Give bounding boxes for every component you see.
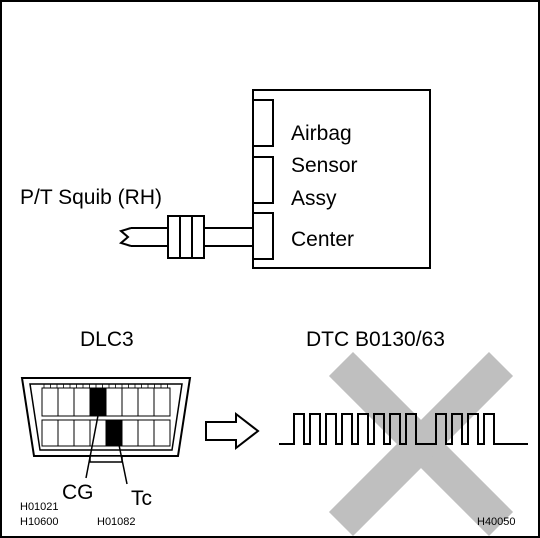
code-left-bottom-2: H01082 <box>97 516 136 528</box>
dtc-waveform <box>279 413 528 445</box>
dlc3-pin <box>121 419 139 447</box>
dlc3-pin <box>57 387 75 417</box>
ecu-box <box>252 89 431 269</box>
dlc3-pin <box>41 419 59 447</box>
dlc3-pin-grid <box>41 384 171 447</box>
dlc3-pin <box>137 387 155 417</box>
squib-connector-right <box>191 215 205 259</box>
dlc3-pin <box>41 387 59 417</box>
code-left-bottom-1: H10600 <box>20 516 59 528</box>
ecu-connector-2 <box>252 156 274 204</box>
dlc3-connector: CG Tc <box>20 377 192 510</box>
dlc3-pin <box>105 387 123 417</box>
harness-cut-end <box>118 227 132 247</box>
dtc-label: DTC B0130/63 <box>306 328 445 351</box>
dlc3-pin <box>73 387 91 417</box>
dlc3-pin-tc <box>105 419 123 447</box>
tc-pin-label: Tc <box>131 487 152 510</box>
dlc3-pin <box>121 387 139 417</box>
squib-label: P/T Squib (RH) <box>20 186 162 209</box>
dlc3-pin <box>73 419 91 447</box>
ecu-label-line-3: Assy <box>291 187 337 210</box>
code-right-bottom: H40050 <box>477 516 516 528</box>
dlc3-key-tab <box>89 455 123 463</box>
ecu-connector-3 <box>252 212 274 260</box>
tc-leader <box>117 439 128 485</box>
airbag-sensor-assy-center: Airbag Sensor Assy Center <box>252 89 431 269</box>
dlc3-pin <box>57 419 75 447</box>
dlc3-label: DLC3 <box>80 328 134 351</box>
squib-harness: P/T Squib (RH) <box>20 186 253 259</box>
code-left-top: H01021 <box>20 501 59 513</box>
ecu-label-line-4: Center <box>291 228 354 251</box>
arrow-right-icon <box>205 411 260 451</box>
squib-connector-left <box>167 215 181 259</box>
cg-leader <box>85 399 102 479</box>
dtc-waveform-group <box>279 351 528 537</box>
squib-connector-mid <box>179 215 193 259</box>
dlc3-pin <box>153 419 171 447</box>
dlc3-pin <box>153 387 171 417</box>
ecu-label-line-1: Airbag <box>291 122 352 145</box>
ecu-label-line-2: Sensor <box>291 154 358 177</box>
cg-pin-label: CG <box>62 481 94 504</box>
dlc3-pin <box>137 419 155 447</box>
ecu-connector-1 <box>252 99 274 147</box>
